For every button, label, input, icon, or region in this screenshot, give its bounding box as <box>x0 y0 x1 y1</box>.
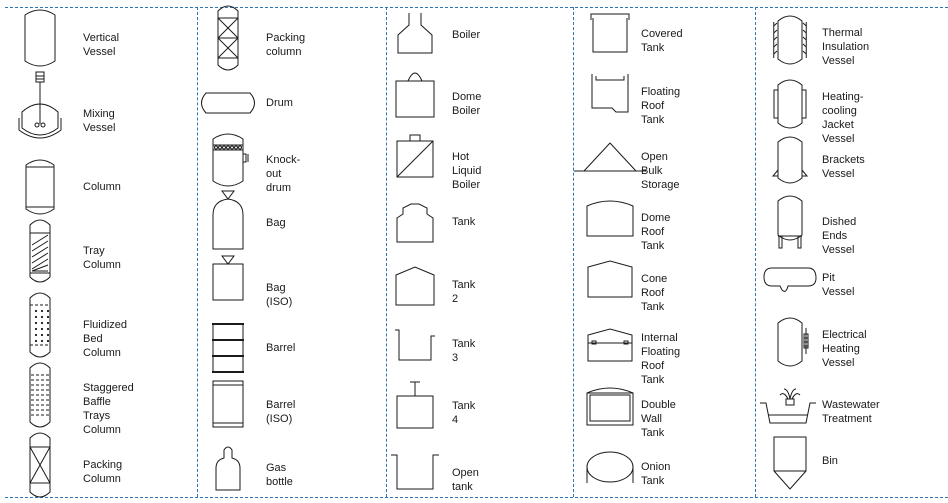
dished-ends-vessel-icon <box>777 195 803 249</box>
symbol-label: Vertical Vessel <box>83 32 120 58</box>
symbol-label: Floating Roof Tank <box>641 86 681 126</box>
pit-vessel-icon <box>763 267 817 292</box>
symbol-label: Pit Vessel <box>822 272 855 298</box>
column-icon <box>25 159 55 215</box>
double-wall-tank-icon <box>586 387 634 426</box>
tank-icon <box>396 203 434 243</box>
symbol-label: Column <box>83 181 121 193</box>
symbol-label: Tank 2 <box>452 279 476 305</box>
symbol-label: Gas bottle <box>266 462 293 488</box>
drum-icon <box>201 92 255 114</box>
hot-liquid-boiler-icon <box>396 134 434 178</box>
boiler-icon <box>397 13 433 54</box>
floating-roof-tank-icon <box>591 74 629 113</box>
symbol-label: Tank 4 <box>452 400 476 426</box>
symbol-label: Open Bulk Storage <box>641 151 680 191</box>
thermal-insulation-vessel-icon <box>773 15 807 65</box>
symbol-label: Thermal Insulation Vessel <box>822 27 870 67</box>
dome-boiler-icon <box>395 72 435 118</box>
symbol-label: Bag <box>266 217 286 229</box>
column-divider <box>573 7 574 497</box>
bottom-border <box>5 497 948 498</box>
symbol-label: Packing column <box>266 32 306 58</box>
symbol-label: Mixing Vessel <box>83 108 116 134</box>
symbol-label: Drum <box>266 97 293 109</box>
brackets-vessel-icon <box>771 136 809 184</box>
symbol-label: Tank 3 <box>452 338 476 364</box>
symbol-label: Heating-cooling Jacket Vessel <box>822 91 864 145</box>
column-divider <box>197 7 198 497</box>
covered-tank-icon <box>590 13 630 53</box>
tray-column-icon <box>29 219 51 283</box>
symbol-label: Double Wall Tank <box>641 399 676 439</box>
heating-cooling-jacket-vessel-icon <box>773 79 807 129</box>
top-border <box>5 7 948 8</box>
open-bulk-storage-icon <box>574 142 646 172</box>
bag-iso-icon <box>212 255 244 301</box>
onion-tank-icon <box>586 451 634 483</box>
symbol-label: Barrel (ISO) <box>266 399 296 425</box>
symbol-label: Barrel <box>266 342 296 354</box>
symbol-label: Hot Liquid Boiler <box>452 151 482 191</box>
gas-bottle-icon <box>215 446 241 491</box>
bag-icon <box>212 190 244 250</box>
knock-out-drum-icon <box>212 133 249 187</box>
dome-roof-tank-icon <box>586 200 634 237</box>
cone-roof-tank-icon <box>587 260 633 298</box>
symbol-label: Dished Ends Vessel <box>822 216 857 256</box>
symbol-label: Dome Boiler <box>452 91 482 117</box>
symbol-label: Open tank <box>452 467 479 493</box>
symbol-label: Electrical Heating Vessel <box>822 329 867 369</box>
symbol-label: Dome Roof Tank <box>641 212 671 252</box>
symbol-label: Wastewater Treatment <box>822 399 880 425</box>
symbol-label: Internal Floating Roof Tank <box>641 332 681 386</box>
column-divider <box>386 7 387 497</box>
bin-icon <box>773 436 807 490</box>
barrel-iso-icon <box>212 380 244 428</box>
symbol-label: Tray Column <box>83 245 121 271</box>
packing-column-double-icon <box>217 5 239 71</box>
symbol-label: Knock-out drum <box>266 154 301 194</box>
symbol-label: Staggered Baffle Trays Column <box>83 382 134 436</box>
symbol-label: Tank <box>452 216 476 228</box>
open-tank-icon <box>391 454 439 490</box>
symbol-label: Brackets Vessel <box>822 154 865 180</box>
tank-2-icon <box>395 266 435 306</box>
wastewater-treatment-icon <box>760 388 816 424</box>
symbol-label: Bag (ISO) <box>266 282 293 308</box>
tank-4-icon <box>396 381 434 429</box>
symbol-label: Bin <box>822 455 838 467</box>
symbol-label: Cone Roof Tank <box>641 273 668 313</box>
symbol-label: Packing Column <box>83 459 123 485</box>
mixing-vessel-icon <box>18 71 62 139</box>
vertical-vessel-icon <box>24 9 56 67</box>
packing-column-icon <box>29 432 51 498</box>
barrel-icon <box>212 323 244 373</box>
symbol-label: Fluidized Bed Column <box>83 319 128 359</box>
tank-3-icon <box>395 329 435 361</box>
column-divider <box>755 7 756 497</box>
internal-floating-roof-tank-icon <box>587 328 633 362</box>
electrical-heating-vessel-icon <box>777 317 809 367</box>
symbol-label: Covered Tank <box>641 28 683 54</box>
fluidized-bed-column-icon <box>29 292 51 358</box>
symbol-label: Boiler <box>452 29 481 41</box>
staggered-baffle-trays-column-icon <box>29 362 51 428</box>
symbol-label: Onion Tank <box>641 461 671 487</box>
